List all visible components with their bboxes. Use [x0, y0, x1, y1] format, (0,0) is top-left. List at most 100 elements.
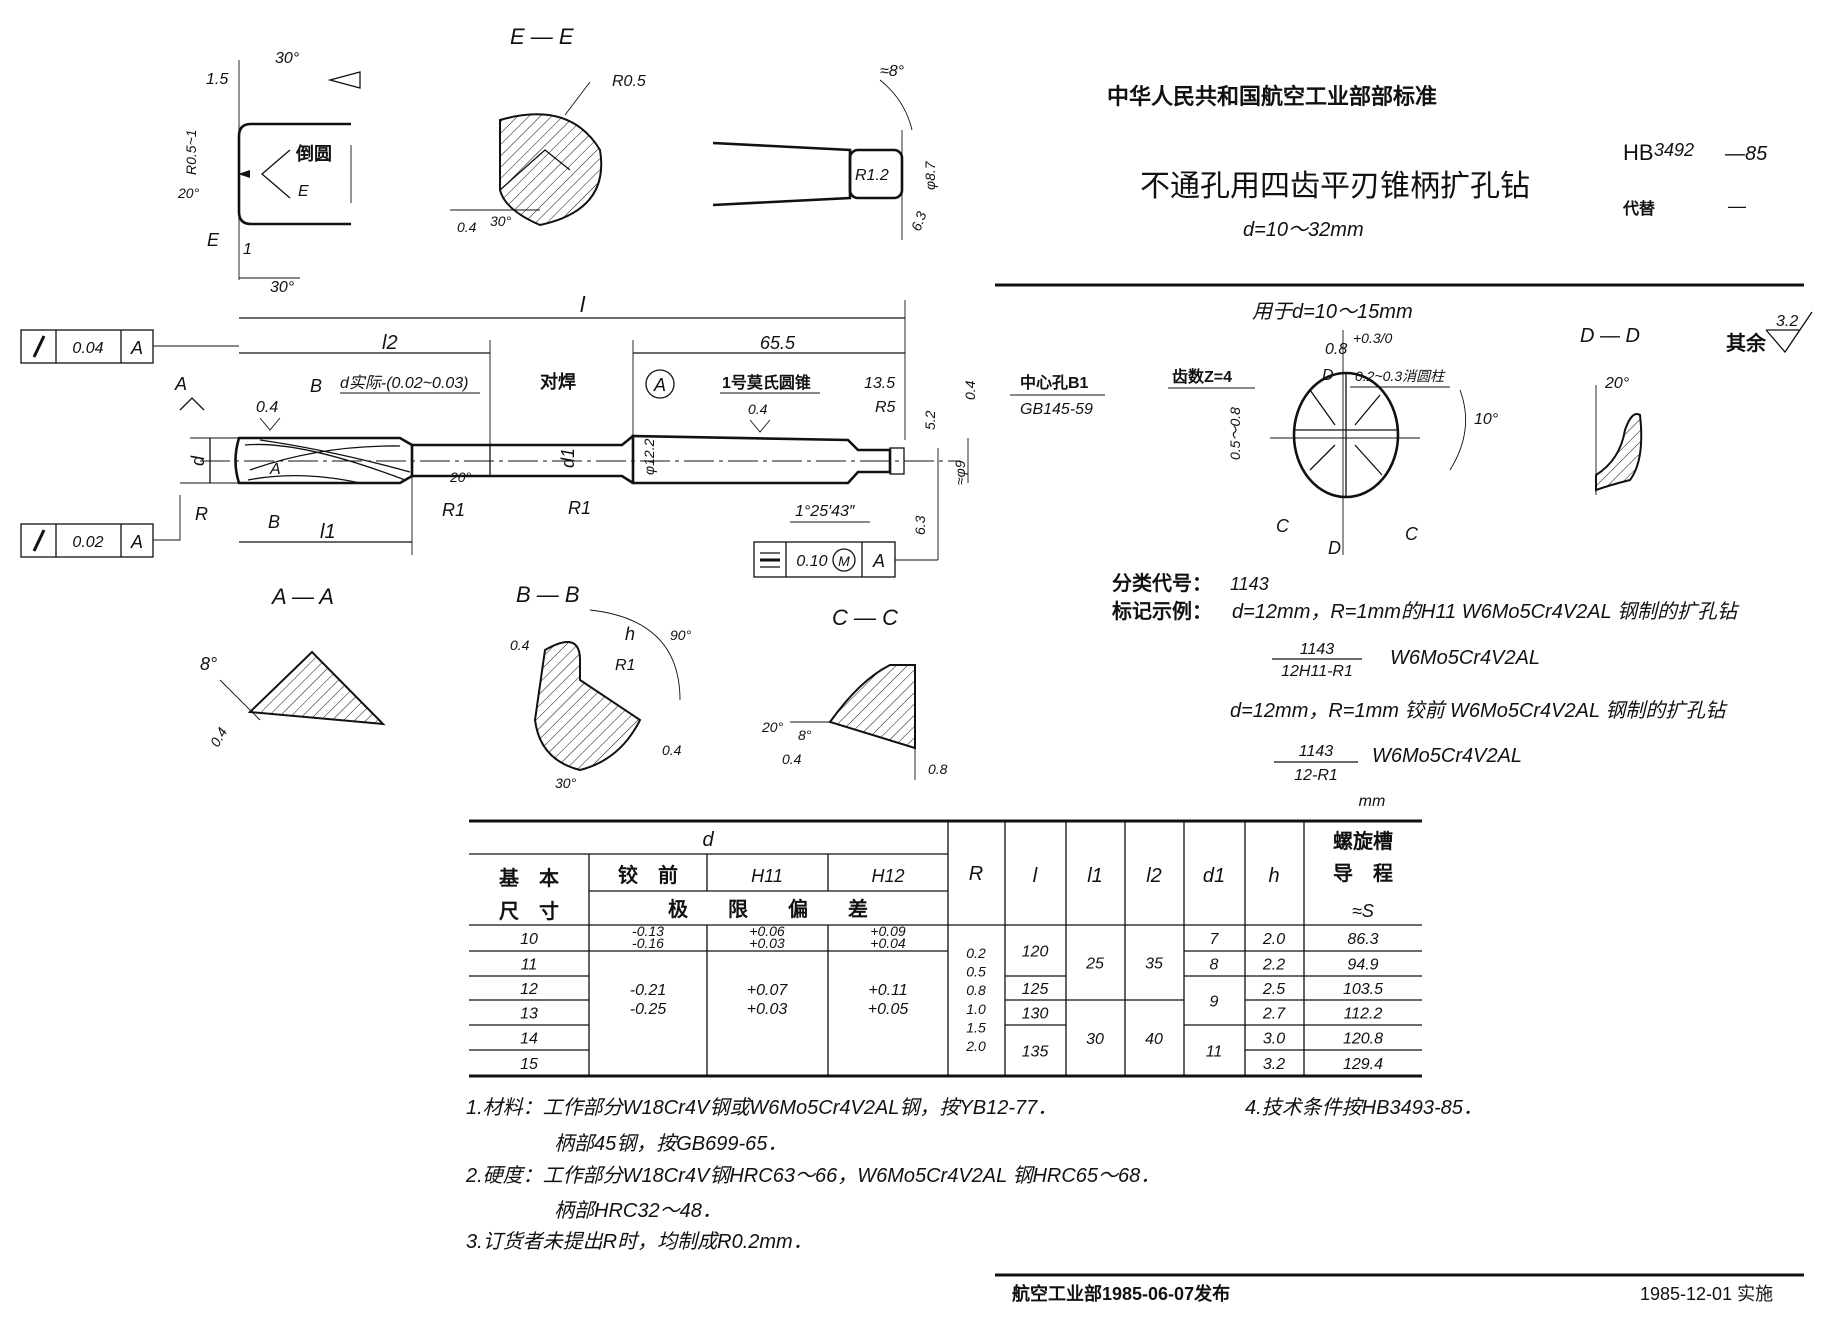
tip-detail: ≈8° R1.2 φ8.7 6.3: [712, 63, 938, 240]
rest-roughness: 其余 3.2: [1726, 311, 1813, 355]
marking-example-2: d=12mm，R=1mm 铰前 W6Mo5Cr4V2AL 钢制的扩孔钻: [1230, 700, 1728, 722]
cell-l1: 25: [1085, 956, 1104, 973]
angle-30: 30°: [275, 50, 300, 67]
classification: 分类代号： 1143 标记示例： d=12mm，R=1mm的H11 W6Mo5C…: [1112, 572, 1740, 784]
dim-0-5-0-8: 0.5～0.8: [1227, 407, 1243, 460]
header-basic-size-2: 尺 寸: [499, 900, 559, 923]
cell-r-value: 2.0: [965, 1038, 986, 1054]
roughness-0-4: 0.4: [207, 724, 231, 749]
cell-h: 3.2: [1263, 1056, 1285, 1073]
cell-l: 135: [1022, 1044, 1049, 1061]
issued-date: 航空工业部1985-06-07发布: [1012, 1283, 1230, 1304]
cell-h: 2.2: [1262, 957, 1285, 974]
section-d-d: D — D 20°: [1580, 325, 1643, 495]
note-1-shank: 柄部45钢，按GB699-65．: [554, 1133, 787, 1155]
header-r: R: [969, 863, 983, 885]
length-l1: l1: [320, 521, 336, 543]
fcf-modifier: M: [838, 553, 850, 569]
fcf-value: 0.10: [796, 553, 827, 570]
angle-8: ≈8°: [880, 63, 905, 80]
technical-notes: 1.材料：工作部分W18Cr4V钢或W6Mo5Cr4V2AL钢，按YB12-77…: [465, 1097, 1483, 1253]
cell-basic-size: 14: [520, 1031, 538, 1048]
section-e-e: E — E R0.5 0.4 30°: [450, 24, 646, 235]
cell-lead-s: 103.5: [1343, 981, 1383, 998]
dev-h12-upper: +0.11: [868, 982, 907, 999]
marking-1-numerator: 1143: [1300, 641, 1335, 658]
marking-1-denominator: 12H11-R1: [1281, 663, 1353, 680]
roughness-0-4-shank: 0.4: [748, 401, 768, 417]
header-d: d: [702, 829, 714, 851]
cell-d1: 7: [1210, 931, 1220, 948]
section-mark-c-left: C: [1276, 516, 1290, 536]
note-3-radius: 3.订货者未提出R时，均制成R0.2mm．: [466, 1231, 813, 1253]
header-lead-s: ≈S: [1352, 901, 1374, 921]
marking-2-material: W6Mo5Cr4V2AL: [1372, 745, 1522, 767]
radius-r1-2: R1.2: [855, 167, 889, 184]
header-basic-size: 基 本: [499, 867, 559, 890]
radius-r0-5: R0.5: [612, 73, 646, 90]
angle-20: 20°: [177, 185, 200, 201]
dim-0-8-tolerance: +0.3/0: [1353, 330, 1393, 346]
header-d1: d1: [1203, 865, 1225, 887]
cell-l2: 35: [1145, 956, 1163, 973]
cell-r-value: 0.8: [966, 982, 986, 998]
taper-angle: 1°25′43″: [795, 503, 856, 520]
diameter-9: ≈φ9: [952, 460, 968, 485]
cell-l1: 30: [1086, 1031, 1104, 1048]
dev-reamed-lower: -0.25: [630, 1001, 667, 1018]
radius-r: R: [195, 504, 208, 524]
cell-r-value: 1.0: [966, 1001, 986, 1017]
standard-number: 3492: [1654, 140, 1694, 160]
cell-lead-s: 129.4: [1343, 1056, 1383, 1073]
org-title: 中华人民共和国航空工业部部标准: [1107, 84, 1437, 109]
dev-h12-lower: +0.04: [870, 935, 906, 951]
cell-h: 3.0: [1263, 1031, 1285, 1048]
roughness-0-4: 0.4: [782, 751, 802, 767]
cell-l: 130: [1022, 1006, 1049, 1023]
roughness-0-4-b: 0.4: [662, 742, 682, 758]
note-1-material: 1.材料：工作部分W18Cr4V钢或W6Mo5Cr4V2AL钢，按YB12-77…: [466, 1097, 1057, 1119]
cell-basic-size: 10: [520, 931, 538, 948]
section-a-a-title: A — A: [270, 584, 334, 609]
replaces-label: 代替: [1622, 199, 1655, 218]
cell-lead-s: 120.8: [1343, 1031, 1383, 1048]
table-unit: mm: [1359, 793, 1386, 810]
symmetry-icon: [760, 552, 780, 568]
fcf-runout-0-02: 0.02 A: [20, 495, 181, 558]
section-mark-a-top: A: [174, 374, 187, 394]
section-b-b: B — B 0.4 h R1 90° 0.4 30°: [510, 582, 692, 791]
angle-20-main: 20°: [449, 469, 472, 485]
roughness-0-4-tail: 0.4: [962, 380, 978, 400]
replaces-value: —: [1728, 196, 1746, 216]
roughness-0-4-cutting: 0.4: [256, 399, 278, 416]
dim-0-8: 0.8: [928, 761, 948, 777]
cell-basic-size: 11: [521, 957, 538, 974]
cell-r-value: 0.2: [966, 945, 986, 961]
end-view: 用于d=10～15mm 0.8 +0.3/0 D 0.2~0.3消圆柱 齿数Z=…: [1168, 301, 1499, 558]
radius-r0-5-1: R0.5~1: [183, 129, 199, 175]
standard-prefix: HB: [1623, 140, 1654, 165]
dim-13-5: 13.5: [864, 375, 895, 392]
dimension-table: mm d 基 本 尺 寸 铰 前 H11 H12 极 限 偏 差 R l l1 …: [469, 793, 1422, 1078]
rest-roughness-value: 3.2: [1776, 313, 1798, 330]
header-reamed: 铰 前: [618, 863, 678, 887]
roughness-0-4-a: 0.4: [510, 637, 530, 653]
cell-r-value: 0.5: [966, 964, 986, 980]
section-mark-e: E: [298, 183, 309, 200]
marking-1-material: W6Mo5Cr4V2AL: [1390, 647, 1540, 669]
cell-lead-s: 112.2: [1344, 1006, 1383, 1023]
effective-date: 1985-12-01 实施: [1640, 1284, 1773, 1304]
roughness-0-4: 0.4: [457, 219, 477, 235]
header-flute-lead: 螺旋槽: [1333, 829, 1393, 853]
note-4-tech-conditions: 4.技术条件按HB3493-85．: [1245, 1097, 1483, 1119]
section-a-a: A — A 8° 0.4: [200, 584, 386, 750]
diameter-12-2: φ12.2: [641, 438, 657, 475]
cell-lead-s: 94.9: [1347, 957, 1378, 974]
marking-2-numerator: 1143: [1299, 743, 1334, 760]
rest-roughness-label: 其余: [1726, 331, 1767, 355]
dev-h11-upper: +0.06: [749, 923, 785, 939]
angle-90: 90°: [670, 627, 692, 643]
radius-r1-cutting: R1: [442, 500, 465, 520]
diameter-d1: d1: [558, 448, 578, 468]
fcf-value: 0.04: [72, 340, 103, 357]
